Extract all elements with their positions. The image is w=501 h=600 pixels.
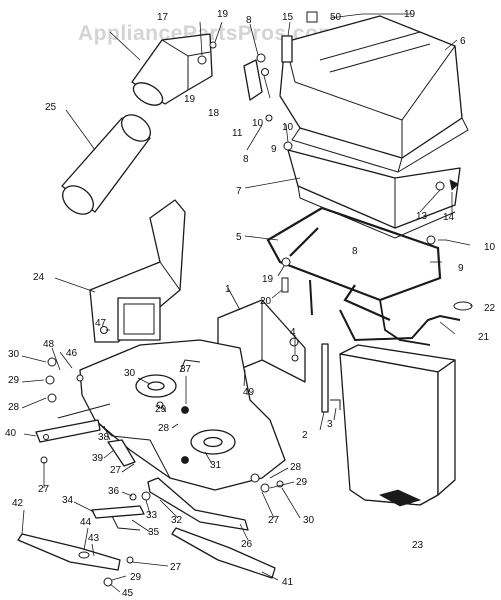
callout-28-deck: 28 [158,423,170,434]
callout-28-right: 28 [290,462,302,473]
callout-45: 45 [122,588,134,599]
callout-33: 33 [146,510,158,521]
callout-40: 40 [5,428,17,439]
callout-29-deck: 29 [155,404,167,415]
callout-19-top: 19 [217,9,229,20]
callout-35: 35 [148,527,160,538]
callout-8-frame: 8 [352,246,358,257]
callout-3: 3 [327,419,333,430]
callout-9-mid: 9 [271,144,277,155]
callout-28-left: 28 [8,402,20,413]
callout-36: 36 [108,486,120,497]
hardware-fasteners [40,41,436,587]
callout-25: 25 [45,102,57,113]
callout-10-hinge: 10 [252,118,264,129]
callout-32: 32 [171,515,183,526]
callout-29-bottom: 29 [130,572,142,583]
leader-lines-lower [21,329,301,593]
callout-19-right: 19 [404,9,416,20]
part-50-nut [306,11,318,23]
callout-8-mid: 8 [243,154,249,165]
callout-19-frame: 19 [262,274,274,285]
callout-4: 4 [290,327,296,338]
part-21-support-rod [339,309,461,342]
callout-47: 47 [95,318,107,329]
watermark-text: AppliancePartsPros.com [78,22,338,45]
callout-23: 23 [412,540,424,551]
part-26-baffle [147,477,249,531]
part-20-bolt [281,277,289,293]
callout-26: 26 [241,539,253,550]
callout-1: 1 [225,284,231,295]
callout-11: 11 [232,128,243,139]
callout-7: 7 [236,186,242,197]
callout-49: 49 [243,387,255,398]
callout-22: 22 [484,303,496,314]
part-23-grass-bag [339,344,456,507]
callout-2: 2 [302,430,308,441]
callout-20: 20 [260,296,272,307]
callout-27-deck: 27 [110,465,122,476]
callout-34: 34 [62,495,74,506]
part-39-blade-adapter [107,439,136,467]
callout-50: 50 [330,12,342,23]
callout-6: 6 [460,36,466,47]
part-7-bag-frame-lid [287,149,461,239]
part-38-deck-bracket [57,403,111,419]
callout-13: 13 [416,211,428,222]
callout-39: 39 [92,453,104,464]
callout-38: 38 [98,432,110,443]
part-11-hinge-bracket [243,59,263,101]
part-42-left-blade [17,533,121,571]
callout-17: 17 [157,12,169,23]
callout-24: 24 [33,272,45,283]
callout-29-right: 29 [296,477,308,488]
callout-18: 18 [208,108,220,119]
part-5-wire-frame [266,206,442,346]
callout-14: 14 [443,212,455,223]
part-25-discharge-tube [61,114,151,215]
callout-8-top: 8 [246,15,252,26]
part-41-right-blade [171,527,276,579]
callout-30-right: 30 [303,515,315,526]
callout-9-right: 9 [458,263,464,274]
callout-43: 43 [88,533,100,544]
callout-46: 46 [66,348,78,359]
callout-31: 31 [210,460,222,471]
callout-numbers: 17 19 8 15 50 19 6 19 18 25 11 10 10 9 8… [5,9,496,599]
callout-30-deck: 30 [124,368,136,379]
callout-15: 15 [282,12,294,23]
part-6-bagger-cover [279,15,469,173]
part-19-washer [281,257,291,267]
part-40-front-bracket [35,419,101,443]
mower-deck [79,339,286,491]
callout-27-right: 27 [268,515,280,526]
part-17-elbow-chute [131,33,213,106]
callout-42: 42 [12,498,24,509]
callout-48: 48 [43,339,55,350]
callout-29-left: 29 [8,375,20,386]
callout-27-left: 27 [38,484,50,495]
part-22-latch [453,301,473,311]
callout-21: 21 [478,332,490,343]
callout-37: 37 [180,364,192,375]
callout-10-right: 10 [484,242,496,253]
leader-lines [54,13,473,506]
part-3-clip [330,399,341,410]
part-2-pin [321,343,329,413]
callout-5: 5 [236,232,242,243]
callout-44: 44 [80,517,92,528]
part-34-spindle-arm [91,505,145,531]
part-15-post [281,35,293,63]
callout-27-bottom: 27 [170,562,182,573]
callout-41: 41 [282,577,294,588]
part-24-chute-adapter [89,199,186,343]
callout-19-elbow: 19 [184,94,196,105]
callout-10-mid: 10 [282,122,294,133]
callout-30-left: 30 [8,349,20,360]
